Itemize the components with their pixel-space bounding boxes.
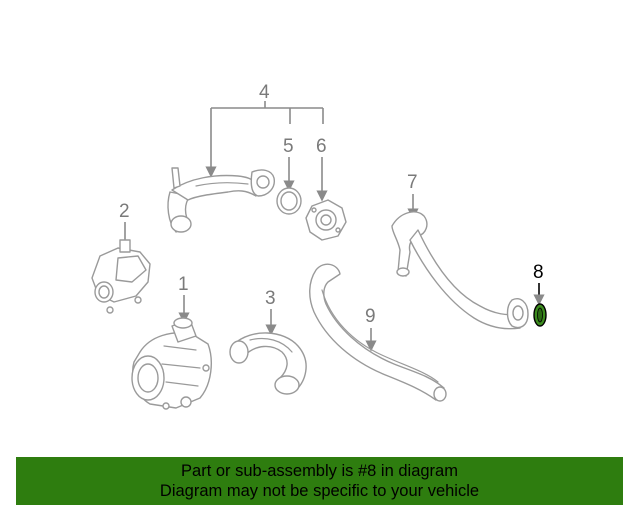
callout-4-label[interactable]: 4 bbox=[259, 82, 270, 103]
callout-2-label[interactable]: 2 bbox=[119, 201, 130, 222]
callout-9-group: 9 bbox=[365, 306, 377, 352]
callout-3-group: 3 bbox=[265, 288, 277, 336]
part-7-coolant-pipe[interactable] bbox=[391, 211, 529, 330]
callout-5-label[interactable]: 5 bbox=[283, 136, 294, 157]
part-3-curved-hose[interactable] bbox=[229, 332, 307, 395]
part-2-thermostat[interactable] bbox=[91, 239, 151, 314]
callout-5-group: 5 bbox=[283, 136, 295, 192]
callout-6-group: 6 bbox=[316, 136, 328, 202]
part-6-flange-cap[interactable] bbox=[305, 199, 347, 241]
callout-8-label[interactable]: 8 bbox=[533, 262, 544, 283]
footer-line-2: Diagram may not be specific to your vehi… bbox=[159, 482, 480, 500]
callout-7-group: 7 bbox=[407, 172, 419, 220]
callout-9-label[interactable]: 9 bbox=[365, 306, 376, 327]
part-9-long-hose[interactable] bbox=[309, 263, 447, 402]
part-8-o-ring-highlighted[interactable] bbox=[533, 303, 547, 327]
callout-1-label[interactable]: 1 bbox=[178, 274, 189, 295]
callout-6-label[interactable]: 6 bbox=[316, 136, 327, 157]
footer-line-1: Part or sub-assembly is #8 in diagram bbox=[181, 462, 458, 480]
callout-3-label[interactable]: 3 bbox=[265, 288, 276, 309]
part-4-coolant-pipe[interactable] bbox=[167, 167, 275, 233]
callout-8-group: 8 bbox=[533, 262, 545, 306]
footer-banner: Part or sub-assembly is #8 in diagram Di… bbox=[16, 457, 623, 505]
callout-7-label[interactable]: 7 bbox=[407, 172, 418, 193]
part-1-water-pump[interactable] bbox=[131, 317, 212, 410]
callout-1-group: 1 bbox=[178, 274, 190, 324]
callout-4-group: 4 bbox=[205, 82, 324, 178]
part-5-o-ring[interactable] bbox=[276, 187, 302, 215]
